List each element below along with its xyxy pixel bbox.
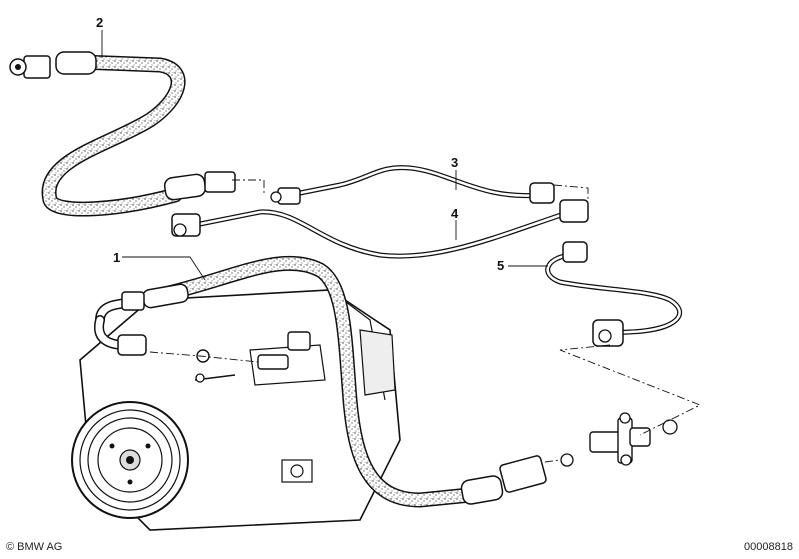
callout-2: 2 (96, 15, 103, 30)
callout-3: 3 (451, 155, 458, 170)
callout-1: 1 (113, 250, 120, 265)
alignment-lines (149, 179, 702, 463)
service-valve-upper (194, 331, 311, 383)
callout-5: 5 (497, 258, 504, 273)
brand-name: BMW AG (17, 541, 63, 553)
hose-2 (9, 51, 236, 217)
callout-4: 4 (451, 206, 459, 221)
copyright-notice: © BMW AG (6, 541, 62, 553)
leader-lines (101, 30, 548, 281)
service-valve-lower (560, 412, 678, 467)
diagram-number: 00008818 (744, 541, 793, 553)
copyright-mark: © (6, 541, 15, 553)
pipe-4 (171, 199, 589, 259)
hose-1 (94, 255, 547, 508)
pipe-5 (545, 241, 683, 347)
pipe-3 (270, 165, 555, 205)
clutch-pulley (71, 401, 189, 519)
